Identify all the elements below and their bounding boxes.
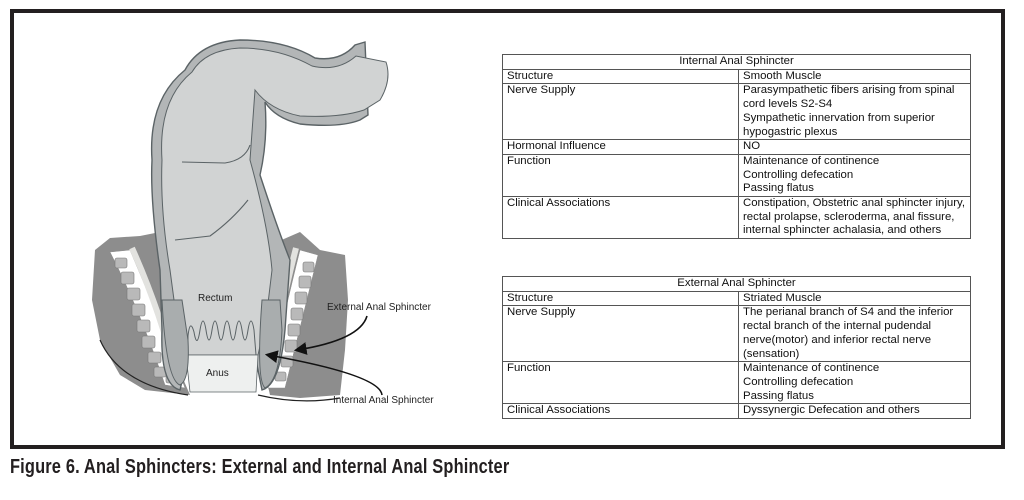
row-value: Constipation, Obstetric anal sphincter i… — [738, 196, 971, 240]
table-row: Nerve Supply The perianal branch of S4 a… — [502, 305, 971, 363]
value-line: The perianal branch of S4 and the inferi… — [743, 306, 954, 360]
external-sphincter-arrow — [293, 315, 368, 355]
anus-canal — [185, 354, 259, 393]
table-title: External Anal Sphincter — [502, 276, 971, 292]
value-line: Maintenance of continence — [743, 154, 880, 167]
row-value: Parasympathetic fibers arising from spin… — [738, 83, 971, 141]
table-row: Structure Striated Muscle — [502, 290, 971, 307]
table-row: Function Maintenance of continence Contr… — [502, 361, 971, 405]
value-line: Dyssynergic Defecation and others — [743, 404, 920, 417]
value-line: Striated Muscle — [743, 291, 822, 304]
row-label: Hormonal Influence — [502, 139, 739, 155]
table-row: Structure Smooth Muscle — [502, 68, 971, 85]
table-row: Hormonal Influence NO — [502, 139, 971, 155]
row-label: Function — [502, 361, 739, 405]
table-row: Nerve Supply Parasympathetic fibers aris… — [502, 83, 971, 141]
value-line: Smooth Muscle — [743, 69, 822, 82]
row-label: Function — [502, 153, 739, 198]
value-line: Controlling defecation — [743, 168, 854, 181]
value-line: Constipation, Obstetric anal sphincter i… — [743, 197, 966, 237]
value-line: NO — [743, 140, 761, 153]
anus-label: Anus — [206, 368, 229, 379]
internal-sphincter-left — [161, 299, 189, 386]
row-value: Maintenance of continence Controlling de… — [738, 361, 971, 405]
table-row: Clinical Associations Dyssynergic Defeca… — [502, 403, 971, 420]
row-label: Clinical Associations — [502, 196, 739, 240]
row-label: Nerve Supply — [502, 305, 739, 363]
anal-columns — [187, 320, 257, 356]
value-line: Parasympathetic fibers arising from spin… — [743, 84, 955, 111]
row-value: Dyssynergic Defecation and others — [738, 403, 971, 420]
value-line: Passing flatus — [743, 182, 814, 195]
row-label: Structure — [502, 68, 739, 85]
internal-sphincter-right — [259, 299, 283, 389]
value-line: Controlling defecation — [743, 375, 854, 388]
internal-sphincter-table: Internal Anal Sphincter Structure Smooth… — [502, 54, 971, 240]
row-label: Clinical Associations — [502, 403, 739, 420]
row-value: Smooth Muscle — [738, 68, 971, 85]
anal-sphincter-illustration — [92, 39, 389, 402]
rectum-lumen — [161, 47, 389, 356]
external-sphincter-table: External Anal Sphincter Structure Striat… — [502, 276, 971, 420]
table-row: Function Maintenance of continence Contr… — [502, 153, 971, 198]
external-sphincter-label: External Anal Sphincter — [327, 302, 431, 313]
row-value: The perianal branch of S4 and the inferi… — [738, 305, 971, 363]
value-line: Passing flatus — [743, 389, 814, 402]
internal-sphincter-label: Internal Anal Sphincter — [333, 395, 434, 406]
rectum-label: Rectum — [198, 293, 233, 304]
row-value: Maintenance of continence Controlling de… — [738, 153, 971, 198]
figure-caption: Figure 6. Anal Sphincters: External and … — [10, 456, 510, 478]
row-label: Structure — [502, 290, 739, 307]
row-value: Striated Muscle — [738, 290, 971, 307]
row-value: NO — [738, 139, 971, 155]
internal-sphincter-arrow — [264, 350, 383, 396]
table-title: Internal Anal Sphincter — [502, 54, 971, 70]
row-label: Nerve Supply — [502, 83, 739, 141]
value-line: Maintenance of continence — [743, 362, 880, 375]
value-line: Sympathetic innervation from superior hy… — [743, 111, 935, 138]
table-row: Clinical Associations Constipation, Obst… — [502, 196, 971, 240]
